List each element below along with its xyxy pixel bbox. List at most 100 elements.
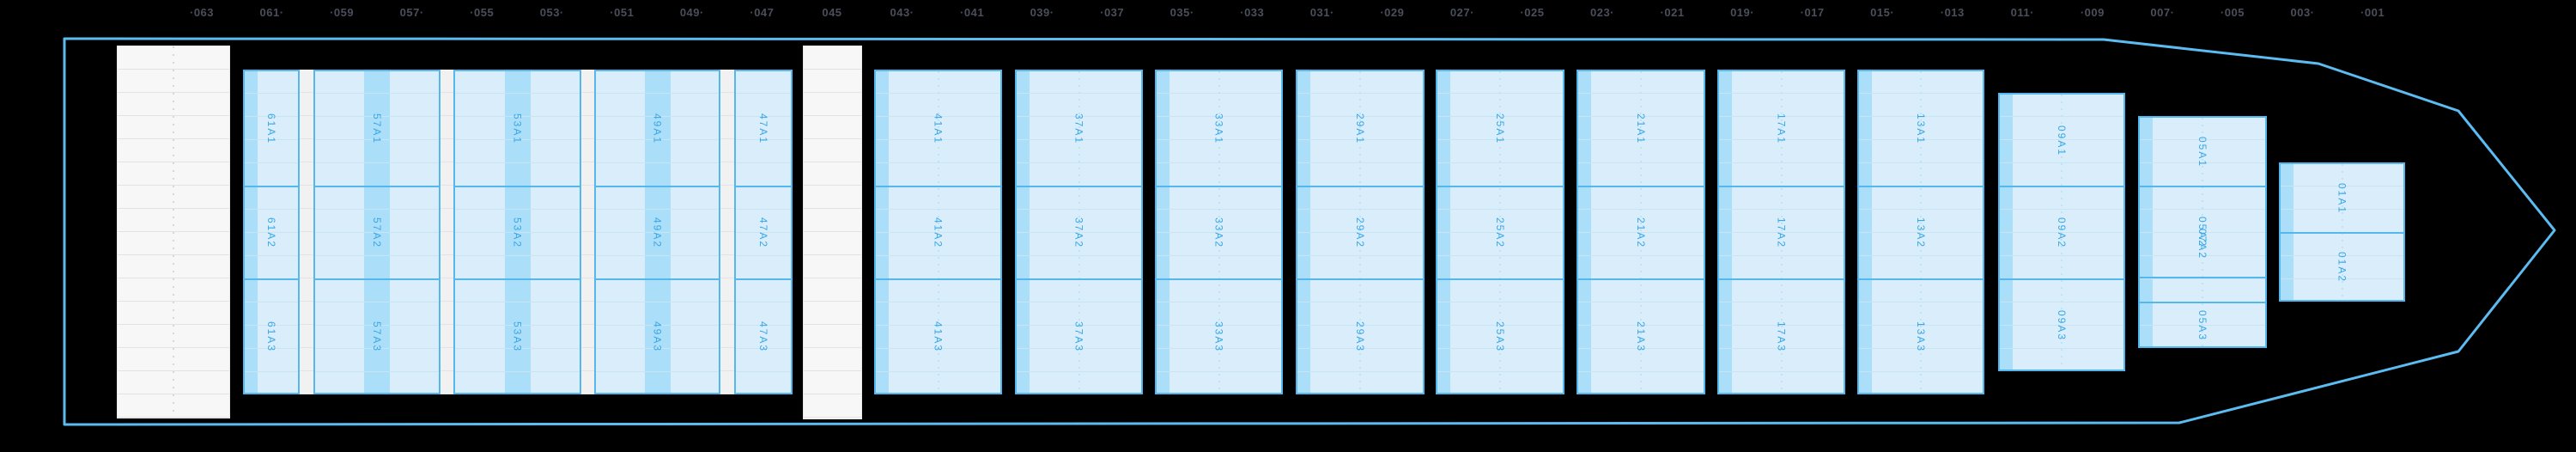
- bay-cell-label: 41A2: [932, 217, 945, 249]
- bay-21[interactable]: 21A1 21A2 21A3: [1577, 70, 1705, 394]
- bay-centerline: [1780, 71, 1783, 393]
- bay-cell-29A3[interactable]: 29A3: [1297, 278, 1423, 394]
- bay-cell-37A1[interactable]: 37A1: [1017, 71, 1141, 187]
- bay-cell-37A3[interactable]: 37A3: [1017, 278, 1141, 394]
- bay-cell-29A1[interactable]: 29A1: [1297, 71, 1423, 187]
- bay-cell-25A1[interactable]: 25A1: [1437, 71, 1563, 187]
- bay-53[interactable]: 53A1 53A2 53A3: [453, 70, 581, 394]
- ruler-label: 031·: [1309, 6, 1334, 19]
- bay-centerline: [1359, 71, 1361, 393]
- bay-cell-05A3[interactable]: 05A3: [2140, 302, 2265, 348]
- bay-29[interactable]: 29A1 29A2 29A3: [1296, 70, 1425, 394]
- bay-cell-13A2[interactable]: 13A2: [1859, 186, 1983, 278]
- bay-cell-label: 25A1: [1494, 113, 1506, 145]
- ruler-label: 011·: [2010, 6, 2034, 19]
- ruler-label: ·051: [610, 6, 635, 19]
- bay-cell-09A3[interactable]: 09A3: [2000, 278, 2123, 371]
- bay-cell-57A1[interactable]: 57A1: [315, 71, 439, 187]
- ruler-label: ·005: [2220, 6, 2245, 19]
- bay-25[interactable]: 25A1 25A2 25A3: [1436, 70, 1564, 394]
- bay-cell-53A2[interactable]: 53A2: [455, 186, 580, 278]
- ruler-label: 015·: [1870, 6, 1895, 19]
- bay-cell-53A1[interactable]: 53A1: [455, 71, 580, 187]
- bay-cell-17A3[interactable]: 17A3: [1719, 278, 1844, 394]
- bay-cell-17A1[interactable]: 17A1: [1719, 71, 1844, 187]
- bay-cell-label: 53A3: [511, 321, 524, 353]
- bay-centerline: [1218, 71, 1220, 393]
- bay-cell-25A2[interactable]: 25A2: [1437, 186, 1563, 278]
- bay-cell-label: 25A2: [1494, 217, 1506, 249]
- ruler-label: ·025: [1520, 6, 1545, 19]
- bay-cell-label: 09A2: [2056, 217, 2068, 249]
- bay-cell-41A1[interactable]: 41A1: [876, 71, 1000, 187]
- ruler-label: 061·: [259, 6, 284, 19]
- bay-47[interactable]: 47A1 47A2 47A3: [734, 70, 793, 394]
- bay-cell-61A1[interactable]: 61A1: [245, 71, 298, 187]
- bay-cell-61A3[interactable]: 61A3: [245, 278, 298, 394]
- bay-cell-61A2[interactable]: 61A2: [245, 186, 298, 278]
- bay-cell-29A2[interactable]: 29A2: [1297, 186, 1423, 278]
- bay-cell-01A1[interactable]: 01A1: [2281, 164, 2403, 234]
- bay-cell-label: 37A1: [1072, 113, 1085, 145]
- bay-cell-05A1[interactable]: 05A1: [2140, 118, 2265, 187]
- bay-cell-37A2[interactable]: 37A2: [1017, 186, 1141, 278]
- bay-09[interactable]: 09A1 09A2 09A3: [1998, 93, 2125, 371]
- bay-cell-label: 05A1: [2196, 137, 2208, 168]
- bay-cell-41A2[interactable]: 41A2: [876, 186, 1000, 278]
- deck-gap: [720, 70, 734, 394]
- bay-cell-25A3[interactable]: 25A3: [1437, 278, 1563, 394]
- bay-cell-label: 49A3: [651, 321, 664, 353]
- bay-cell-33A1[interactable]: 33A1: [1157, 71, 1281, 187]
- bay-cell-13A3[interactable]: 13A3: [1859, 278, 1983, 394]
- bay-cell-label: 21A2: [1635, 217, 1647, 249]
- bay-cell-13A1[interactable]: 13A1: [1859, 71, 1983, 187]
- bay-41[interactable]: 41A1 41A2 41A3: [874, 70, 1002, 394]
- ruler-label: ·021: [1660, 6, 1685, 19]
- ruler-label: 019·: [1730, 6, 1755, 19]
- bay-cell-label: 33A3: [1212, 321, 1225, 353]
- bay-cell-21A1[interactable]: 21A1: [1578, 71, 1704, 187]
- bay-cell-33A2[interactable]: 33A2: [1157, 186, 1281, 278]
- bay-cell-21A3[interactable]: 21A3: [1578, 278, 1704, 394]
- bay-cell-47A3[interactable]: 47A3: [736, 278, 791, 394]
- ruler-label: 023·: [1589, 6, 1615, 19]
- bay-cell-49A1[interactable]: 49A1: [596, 71, 719, 187]
- bay-cell-05A2[interactable]: 05A2: [2140, 186, 2265, 278]
- bay-cell-41A3[interactable]: 41A3: [876, 278, 1000, 394]
- bay-cell-17A2[interactable]: 17A2: [1719, 186, 1844, 278]
- bay-cell-33A3[interactable]: 33A3: [1157, 278, 1281, 394]
- bay-cell-49A2[interactable]: 49A2: [596, 186, 719, 278]
- ruler-label: 035·: [1170, 6, 1194, 19]
- bay-cell-57A3[interactable]: 57A3: [315, 278, 439, 394]
- bay-cell-label: 47A2: [757, 217, 769, 249]
- bay-17[interactable]: 17A1 17A2 17A3: [1717, 70, 1845, 394]
- bay-cell-49A3[interactable]: 49A3: [596, 278, 719, 394]
- bay-cell-label: 53A2: [511, 217, 524, 249]
- bay-cell-label: 29A2: [1354, 217, 1366, 249]
- bay-cell-label: 17A1: [1775, 113, 1788, 145]
- bay-cell-21A2[interactable]: 21A2: [1578, 186, 1704, 278]
- bay-cell-label: 29A1: [1354, 113, 1366, 145]
- bay-cell-09A1[interactable]: 09A1: [2000, 95, 2123, 187]
- bay-cell-label: 17A3: [1775, 321, 1788, 353]
- bay-centerline: [1920, 71, 1922, 393]
- bay-cell-57A2[interactable]: 57A2: [315, 186, 439, 278]
- bay-cell-47A2[interactable]: 47A2: [736, 186, 791, 278]
- bay-centerline: [937, 71, 939, 393]
- bay-cell-09A2[interactable]: 09A2: [2000, 186, 2123, 278]
- bay-cell-label: 47A3: [757, 321, 769, 353]
- ruler-label: ·013: [1940, 6, 1965, 19]
- bay-cell-47A1[interactable]: 47A1: [736, 71, 791, 187]
- bay-cell-53A3[interactable]: 53A3: [455, 278, 580, 394]
- bay-cell-01A2[interactable]: 01A2: [2281, 232, 2403, 302]
- superstructure-block-mid: [803, 46, 862, 419]
